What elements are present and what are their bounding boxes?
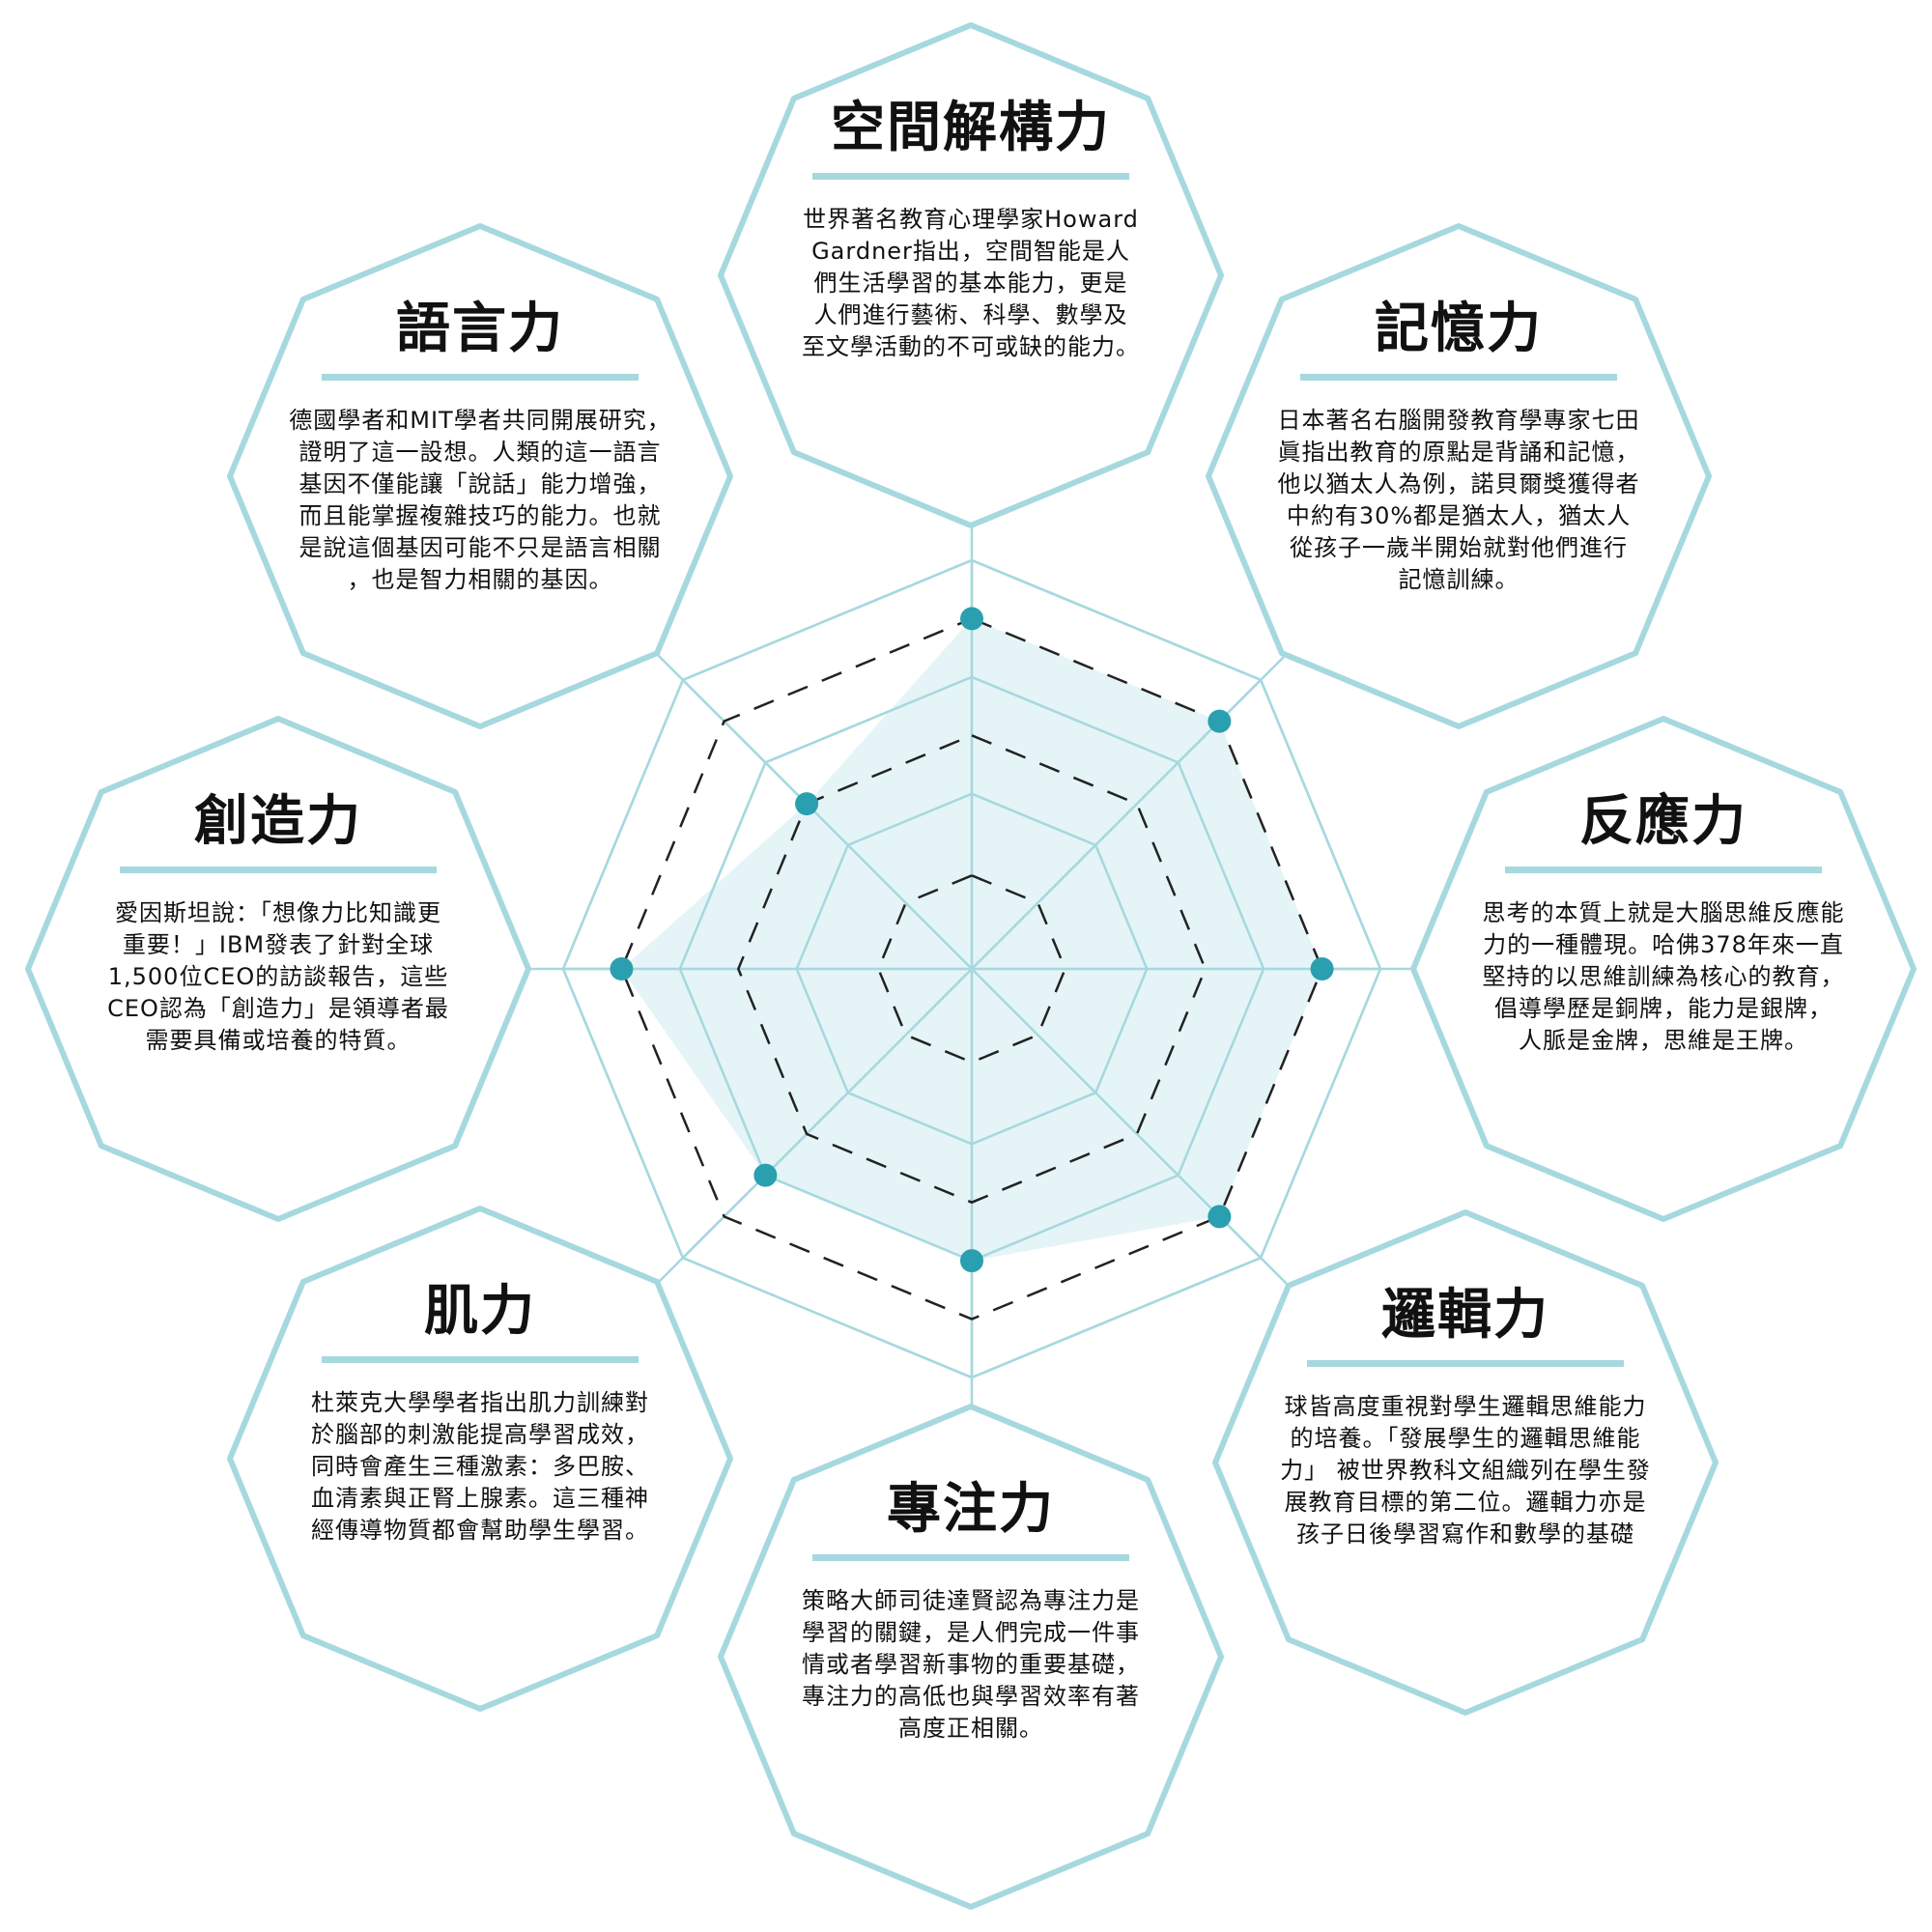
description-line: 基因不僅能讓「說話」能力增強， xyxy=(298,470,662,497)
radar-dashed-ring xyxy=(620,617,1323,1321)
ability-title: 語言力 xyxy=(396,298,564,360)
ability-title: 專注力 xyxy=(887,1478,1055,1541)
ability-description: 思考的本質上就是大腦思維反應能力的一種體現。哈佛378年來一直堅持的以思維訓練為… xyxy=(1451,897,1876,1057)
description-line: 血清素與正腎上腺素。這三種神 xyxy=(311,1485,649,1512)
ability-card: 語言力德國學者和MIT學者共同開展研究， 證明了這一設想。人類的這一語言基因不僅能… xyxy=(239,235,722,718)
radar-dashed-ring xyxy=(736,733,1208,1205)
ability-title: 記憶力 xyxy=(1375,298,1543,360)
octagon-frame xyxy=(718,1404,1224,1910)
description-line: 日本著名右腦開發教育學專家七田 xyxy=(1277,407,1640,434)
radar-data-point-5 xyxy=(960,1249,983,1273)
radar-data-point-1 xyxy=(960,607,983,631)
description-line: 經傳導物質都會幫助學生學習。 xyxy=(311,1517,649,1544)
title-underline xyxy=(322,1356,639,1363)
description-line: 重要！」IBM發表了針對全球 xyxy=(122,931,435,958)
ability-title: 空間解構力 xyxy=(831,97,1111,159)
description-line: 記憶訓練。 xyxy=(1398,566,1520,593)
octagon-frame xyxy=(1410,716,1917,1222)
description-line: 德國學者和MIT學者共同開展研究， xyxy=(289,407,671,434)
description-line: 思考的本質上就是大腦思維反應能 xyxy=(1482,899,1845,926)
description-line: 專注力的高低也與學習效率有著 xyxy=(802,1683,1140,1710)
radar-axis-line xyxy=(682,679,973,970)
octagon-frame xyxy=(227,1206,733,1712)
description-line: 人脈是金牌，思維是王牌。 xyxy=(1519,1027,1808,1054)
radar-data-point-2 xyxy=(1208,709,1232,733)
description-line: 倡導學歷是銅牌，能力是銀牌， xyxy=(1494,995,1833,1022)
ability-card: 肌力杜萊克大學學者指出肌力訓練對於腦部的刺激能提高學習成效， 同時會產生三種激素：… xyxy=(239,1217,722,1700)
radar-data-point-7 xyxy=(610,957,634,980)
radar-data-point-8 xyxy=(795,792,819,816)
ability-card: 邏輯力球皆高度重視對學生邏輯思維能力的培養。「發展學生的邏輯思維能力」 被世界教… xyxy=(1224,1221,1707,1704)
octagon-frame xyxy=(1212,1209,1719,1716)
octagon-frame xyxy=(227,223,733,729)
description-line: 於腦部的刺激能提高學習成效， xyxy=(311,1421,649,1448)
ability-description: 球皆高度重視對學生邏輯思維能力的培養。「發展學生的邏輯思維能力」 被世界教科文組… xyxy=(1253,1391,1678,1550)
ability-card: 記憶力日本著名右腦開發教育學專家七田眞指出教育的原點是背誦和記憶， 他以猶太人為例… xyxy=(1217,235,1700,718)
ability-card: 專注力策略大師司徒達賢認為專注力是學習的關鍵，是人們完成一件事情或者學習新事物的… xyxy=(729,1415,1212,1898)
ability-description: 杜萊克大學學者指出肌力訓練對於腦部的刺激能提高學習成效， 同時會產生三種激素：多巴… xyxy=(268,1387,693,1547)
ability-description: 愛因斯坦說：「想像力比知識更重要！」IBM發表了針對全球 1,500位CEO的訪談… xyxy=(66,897,491,1057)
description-line: 人們進行藝術、科學、數學及 xyxy=(813,301,1128,328)
title-underline xyxy=(1307,1360,1624,1367)
description-line: 杜萊克大學學者指出肌力訓練對 xyxy=(311,1389,649,1416)
radar-dashed-rings xyxy=(620,617,1323,1321)
octagon-frame xyxy=(25,716,531,1222)
description-line: 需要具備或培養的特質。 xyxy=(145,1027,412,1054)
ability-description: 策略大師司徒達賢認為專注力是學習的關鍵，是人們完成一件事情或者學習新事物的重要基… xyxy=(758,1585,1183,1745)
description-line: 力」 被世界教科文組織列在學生發 xyxy=(1280,1457,1651,1484)
octagon-frame xyxy=(1206,223,1712,729)
description-line: 他以猶太人為例，諾貝爾獎獲得者 xyxy=(1277,470,1640,497)
description-line: 世界著名教育心理學家Howard xyxy=(803,206,1139,233)
description-line: 展教育目標的第二位。邏輯力亦是 xyxy=(1284,1489,1647,1516)
radar-data-point-3 xyxy=(1310,957,1334,980)
description-line: 是說這個基因可能不只是語言相關 xyxy=(298,534,662,561)
description-line: 學習的關鍵，是人們完成一件事 xyxy=(802,1619,1140,1646)
description-line: 孩子日後學習寫作和數學的基礎 xyxy=(1296,1520,1634,1548)
description-line: CEO認為「創造力」是領導者最 xyxy=(107,995,449,1022)
title-underline xyxy=(322,374,639,381)
ability-card: 反應力思考的本質上就是大腦思維反應能力的一種體現。哈佛378年來一直堅持的以思維… xyxy=(1422,727,1905,1210)
description-line: 從孩子一歲半開始就對他們進行 xyxy=(1290,534,1628,561)
description-line: 情或者學習新事物的重要基礎， xyxy=(802,1651,1140,1678)
radar-data-point-6 xyxy=(753,1163,778,1187)
description-line: 至文學活動的不可或缺的能力。 xyxy=(802,333,1140,360)
description-line: 眞指出教育的原點是背誦和記憶， xyxy=(1277,439,1640,466)
ability-title: 邏輯力 xyxy=(1381,1284,1549,1347)
description-line: 們生活學習的基本能力，更是 xyxy=(813,270,1128,297)
description-line: 證明了這一設想。人類的這一語言 xyxy=(298,439,662,466)
description-line: Gardner指出，空間智能是人 xyxy=(811,238,1130,265)
radar-axis-line xyxy=(682,968,973,1259)
description-line: 1,500位CEO的訪談報告，這些 xyxy=(107,963,449,990)
ability-description: 德國學者和MIT學者共同開展研究， 證明了這一設想。人類的這一語言基因不僅能讓「說… xyxy=(268,405,693,596)
title-underline xyxy=(1300,374,1617,381)
description-line: 的培養。「發展學生的邏輯思維能 xyxy=(1290,1425,1641,1452)
radar-dots xyxy=(610,607,1334,1273)
ability-description: 日本著名右腦開發教育學專家七田眞指出教育的原點是背誦和記憶， 他以猶太人為例，諾貝… xyxy=(1246,405,1671,596)
title-underline xyxy=(812,173,1129,180)
title-underline xyxy=(1505,867,1822,873)
description-line: 高度正相關。 xyxy=(898,1715,1043,1742)
description-line: 而且能掌握複雜技巧的能力。也就 xyxy=(298,502,662,529)
ability-title: 肌力 xyxy=(424,1280,536,1343)
ability-title: 創造力 xyxy=(194,790,362,853)
octagon-frames xyxy=(25,22,1917,1910)
title-underline xyxy=(812,1554,1129,1561)
description-line: 同時會產生三種激素：多巴胺、 xyxy=(311,1453,649,1480)
description-line: 堅持的以思維訓練為核心的教育， xyxy=(1482,963,1845,990)
description-line: 球皆高度重視對學生邏輯思維能力 xyxy=(1284,1393,1647,1420)
octagon-frame xyxy=(718,22,1224,528)
description-line: ，也是智力相關的基因。 xyxy=(347,566,613,593)
title-underline xyxy=(120,867,437,873)
description-line: 策略大師司徒達賢認為專注力是 xyxy=(802,1587,1140,1614)
ability-card: 創造力愛因斯坦說：「想像力比知識更重要！」IBM發表了針對全球 1,500位CEO… xyxy=(37,727,520,1210)
description-line: 愛因斯坦說：「想像力比知識更 xyxy=(115,899,441,926)
description-line: 中約有30%都是猶太人，猶太人 xyxy=(1286,502,1632,529)
radar-data-point-4 xyxy=(1208,1205,1232,1229)
ability-title: 反應力 xyxy=(1579,790,1747,853)
description-line: 力的一種體現。哈佛378年來一直 xyxy=(1483,931,1844,958)
